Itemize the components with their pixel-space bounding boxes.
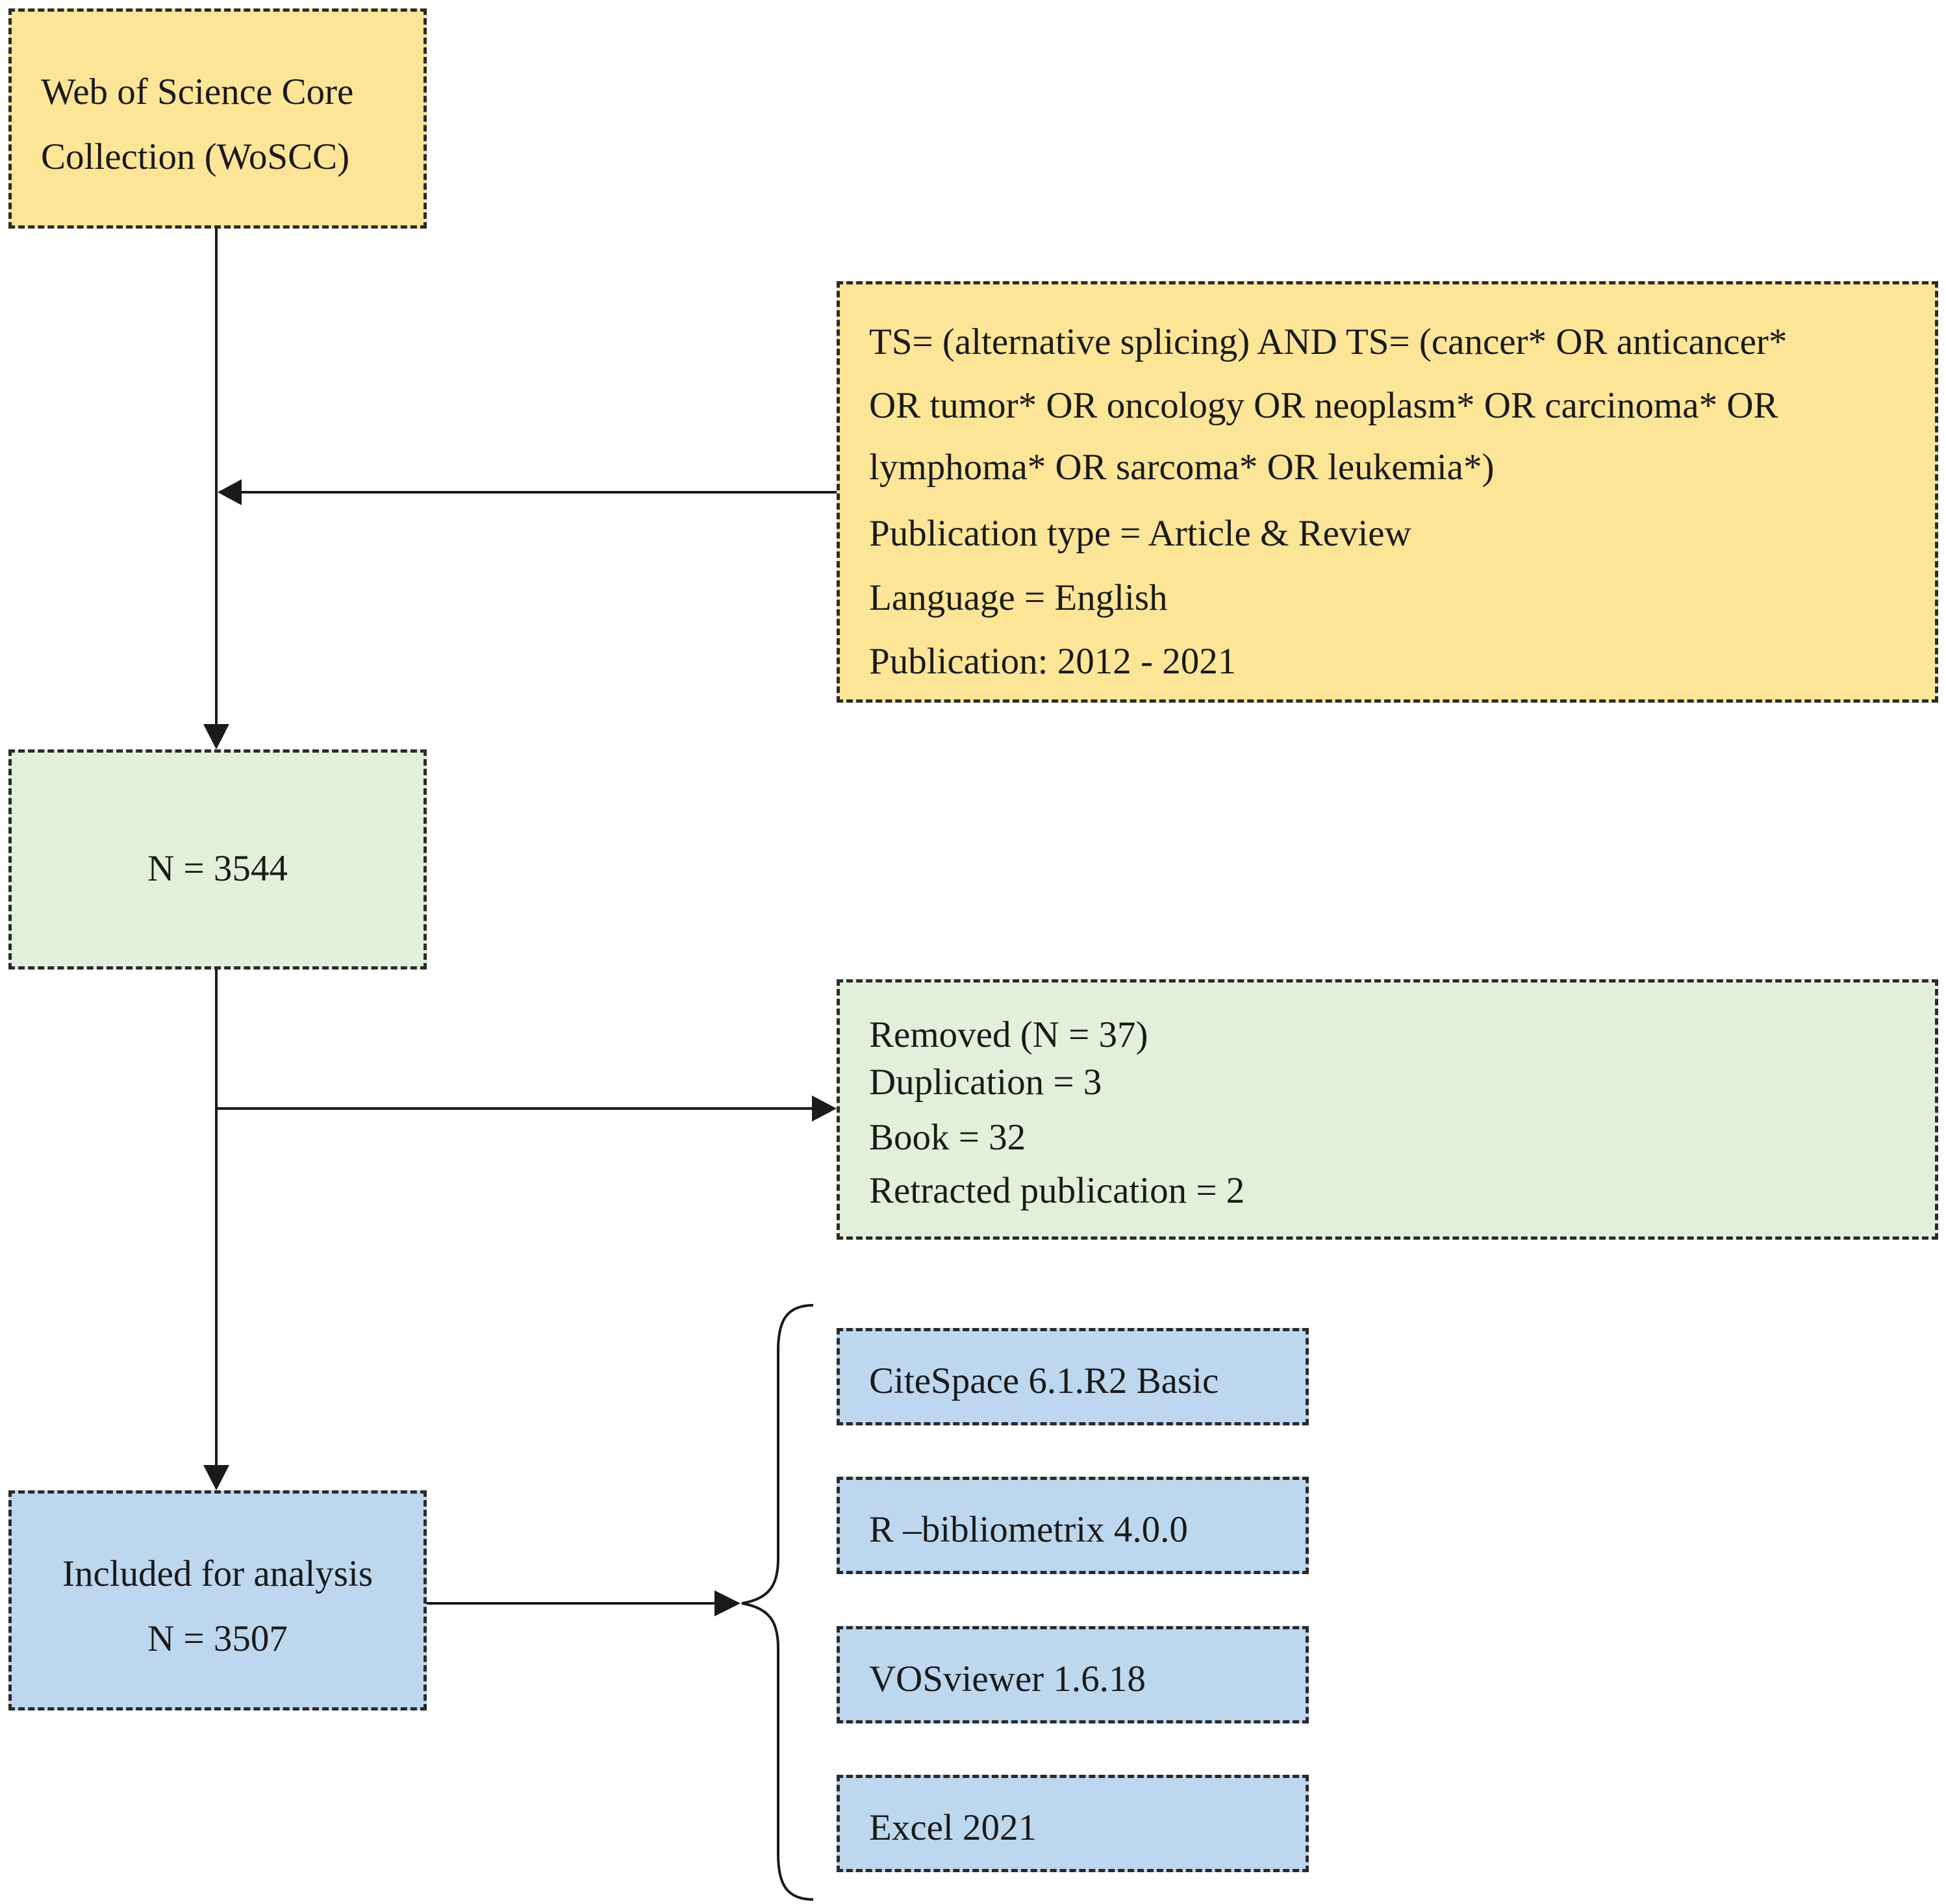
tool-box-excel: Excel 2021	[837, 1775, 1309, 1872]
source-line-1: Web of Science Core	[41, 71, 354, 112]
removed-box: Removed (N = 37) Duplication = 3 Book = …	[837, 979, 1938, 1240]
tool-box-citespace: CiteSpace 6.1.R2 Basic	[837, 1328, 1309, 1425]
tool-label-vosviewer: VOSviewer 1.6.18	[869, 1659, 1146, 1699]
tool-label-citespace: CiteSpace 6.1.R2 Basic	[869, 1360, 1219, 1401]
initial-count-label: N = 3544	[147, 848, 288, 889]
arrowhead-right-1	[812, 1096, 837, 1121]
search-criteria-box: TS= (alternative splicing) AND TS= (canc…	[837, 281, 1938, 703]
arrowhead-right-2	[714, 1590, 740, 1616]
arrowhead-down-2	[203, 1465, 229, 1490]
criteria-line-2: OR tumor* OR oncology OR neoplasm* OR ca…	[869, 385, 1778, 426]
tool-box-bibliometrix: R –bibliometrix 4.0.0	[837, 1477, 1309, 1574]
source-line-2: Collection (WoSCC)	[41, 136, 350, 177]
tool-box-vosviewer: VOSviewer 1.6.18	[837, 1626, 1309, 1723]
tool-label-bibliometrix: R –bibliometrix 4.0.0	[869, 1509, 1188, 1550]
included-line-1: Included for analysis	[62, 1553, 373, 1594]
criteria-line-3: lymphoma* OR sarcoma* OR leukemia*)	[869, 447, 1495, 488]
source-box: Web of Science Core Collection (WoSCC)	[8, 8, 427, 229]
removed-line-2: Duplication = 3	[869, 1062, 1102, 1103]
removed-line-3: Book = 32	[869, 1117, 1026, 1158]
criteria-line-5: Language = English	[869, 577, 1168, 618]
arrowhead-down-1	[203, 724, 229, 749]
removed-line-1: Removed (N = 37)	[869, 1014, 1148, 1055]
tools-brace	[741, 1304, 814, 1901]
removed-line-4: Retracted publication = 2	[869, 1170, 1245, 1211]
criteria-line-1: TS= (alternative splicing) AND TS= (canc…	[869, 321, 1788, 362]
tool-label-excel: Excel 2021	[869, 1807, 1037, 1848]
included-box: Included for analysis N = 3507	[8, 1490, 427, 1710]
criteria-line-4: Publication type = Article & Review	[869, 513, 1411, 554]
initial-count-box: N = 3544	[8, 749, 427, 970]
included-line-2: N = 3507	[147, 1618, 288, 1659]
arrowhead-left-1	[218, 479, 242, 505]
criteria-line-6: Publication: 2012 - 2021	[869, 641, 1237, 682]
